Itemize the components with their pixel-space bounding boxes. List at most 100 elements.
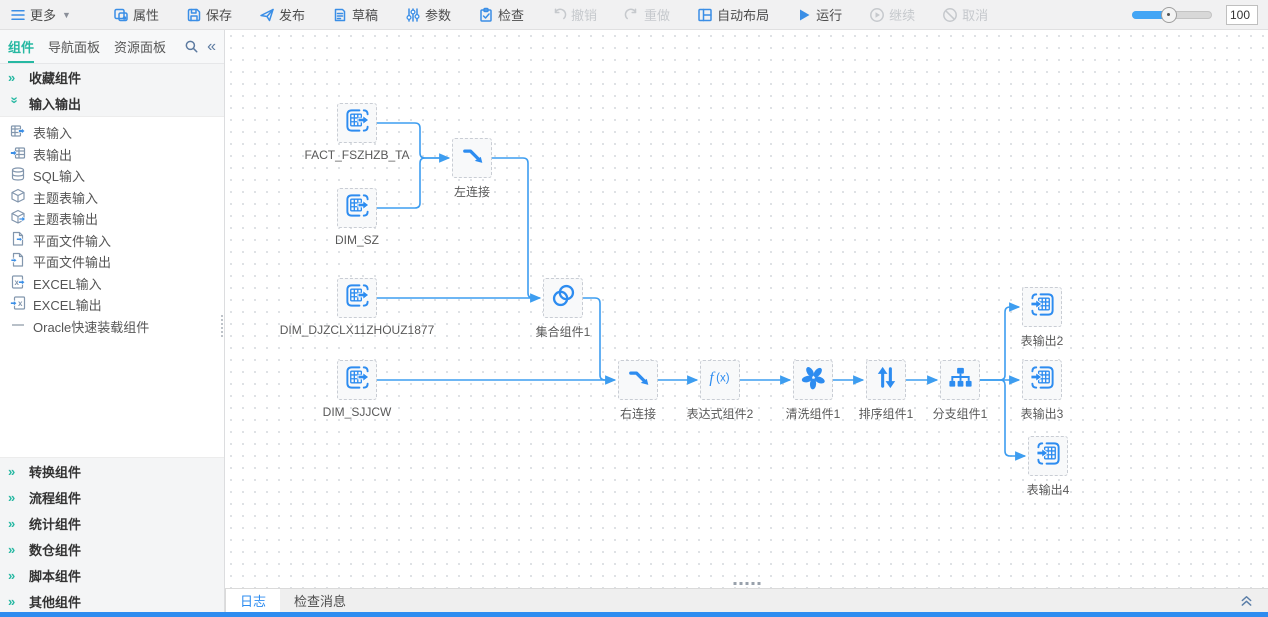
toolbar-button-params[interactable]: 参数 [405, 5, 451, 24]
node-dim_sz[interactable]: DIM_SZ [335, 188, 379, 247]
toolbar-button-label: 更多 [30, 8, 57, 23]
sidebar-section-label: 流程组件 [29, 490, 82, 506]
node-clean1[interactable]: 清洗组件1 [786, 360, 840, 421]
sidebar-resize-handle[interactable] [221, 315, 223, 337]
sidebar-item-table-input[interactable]: 表输入 [0, 122, 224, 144]
node-label: 右连接 [619, 407, 657, 421]
sidebar-item-flat-file-input[interactable]: 平面文件输入 [0, 230, 224, 252]
node-out4[interactable]: 表输出4 [1027, 436, 1069, 497]
node-left_join[interactable]: 左连接 [452, 138, 492, 199]
sidebar-item-subject-table-output[interactable]: 主题表输出 [0, 208, 224, 230]
node-union1[interactable]: 集合组件1 [536, 278, 590, 339]
collapse-sidebar-icon[interactable]: « [207, 37, 216, 55]
bottom-tab-log[interactable]: 日志 [226, 589, 281, 612]
toolbar-button-label: 自动布局 [717, 8, 770, 23]
node-fact_fszhzb_ta[interactable]: FACT_FSZHZB_TA [304, 103, 410, 162]
node-expr2[interactable]: f(x)表达式组件2 [687, 360, 753, 421]
node-label: 清洗组件1 [785, 407, 841, 421]
table-input-icon [344, 192, 371, 224]
sidebar-section-label: 其他组件 [29, 594, 82, 610]
toolbar-button-label: 发布 [278, 8, 305, 23]
chevron-right-icon: » [8, 69, 16, 85]
sidebar-section-label: 收藏组件 [29, 70, 82, 86]
sidebar-section-header[interactable]: »数仓组件 [0, 536, 224, 562]
sidebar-section-header[interactable]: » 脚本组件 [0, 562, 224, 588]
node-dim_djzclx[interactable]: DIM_DJZCLX11ZHOUZ1877 [280, 278, 434, 337]
sidebar-section-header[interactable]: »转换组件 [0, 458, 224, 484]
toolbar-button-run[interactable]: 运行 [796, 5, 842, 24]
search-icon[interactable] [184, 39, 199, 54]
branch-icon [947, 364, 974, 396]
toolbar-button-label: 参数 [425, 8, 452, 23]
toolbar-right-group [1132, 4, 1258, 25]
zoom-slider[interactable] [1132, 6, 1212, 23]
sidebar-section-header[interactable]: »统计组件 [0, 510, 224, 536]
flat-file-output-icon [10, 252, 26, 271]
check-icon [478, 7, 494, 23]
chevron-right-icon: » [8, 541, 16, 557]
sidebar-section-header[interactable]: »输入输出 [0, 90, 224, 116]
sidebar-item-excel-input[interactable]: x EXCEL输入 [0, 273, 224, 295]
excel-output-icon: x [10, 295, 26, 314]
node-out3[interactable]: 表输出3 [1021, 360, 1063, 421]
expand-panel-icon[interactable] [1239, 589, 1268, 612]
subject-table-output-icon [10, 209, 27, 228]
sidebar-item-label: 平面文件输入 [33, 233, 112, 249]
sidebar-section-label: 脚本组件 [29, 568, 82, 584]
chevron-right-icon: » [8, 567, 16, 583]
node-dim_sjjcw[interactable]: DIM_SJJCW [323, 360, 391, 419]
toolbar-button-draft[interactable]: 草稿 [332, 5, 378, 24]
toolbar-button-property[interactable]: 属性 [113, 5, 159, 24]
sidebar-tab-components[interactable]: 组件 [8, 30, 35, 63]
table-output-icon [1029, 364, 1056, 396]
sidebar-tab-panel[interactable]: 导航面板 [48, 40, 101, 55]
sidebar-item-sql-input[interactable]: SQL输入 [0, 165, 224, 187]
table-output-icon [1029, 291, 1056, 323]
sidebar-item-table-output[interactable]: 表输出 [0, 144, 224, 166]
svg-text:x: x [15, 278, 20, 287]
toolbar-button-menu[interactable]: 更多▼ [10, 5, 71, 24]
sidebar-item-label: EXCEL输入 [33, 276, 102, 292]
join-icon [459, 142, 486, 174]
sidebar-section-header[interactable]: »其他组件 [0, 588, 224, 614]
table-input-icon [10, 123, 26, 142]
sidebar-item-label: Oracle快速装载组件 [33, 319, 150, 335]
node-out2[interactable]: 表输出2 [1021, 287, 1063, 348]
sidebar-item-label: 平面文件输出 [33, 255, 112, 271]
redo-icon [624, 7, 640, 23]
flow-canvas[interactable]: FACT_FSZHZB_TA DIM_SZ 左连接 DIM_DJZCLX11ZHOUZ… [225, 30, 1268, 588]
toolbar-button-layout[interactable]: 自动布局 [697, 5, 769, 24]
node-branch1[interactable]: 分支组件1 [933, 360, 987, 421]
sidebar-item-oracle-loader[interactable]: Oracle快速装载组件 [0, 316, 224, 338]
sidebar-tab-panel[interactable]: 资源面板 [114, 40, 167, 55]
toolbar-button-label: 继续 [889, 8, 916, 23]
zoom-slider-knob[interactable] [1160, 6, 1177, 23]
menu-icon [10, 7, 26, 23]
edges-layer [377, 122, 1027, 461]
draft-icon [332, 7, 348, 23]
sidebar-item-flat-file-output[interactable]: 平面文件输出 [0, 251, 224, 273]
flat-file-input-icon [10, 231, 26, 250]
sidebar-section-label: 转换组件 [29, 464, 82, 480]
bottom-tab-check-messages[interactable]: 检查消息 [294, 594, 347, 609]
toolbar-button-save[interactable]: 保存 [186, 5, 232, 24]
join-icon [625, 364, 652, 396]
zoom-level-input[interactable] [1226, 4, 1258, 25]
toolbar-button-publish[interactable]: 发布 [259, 5, 305, 24]
oracle-loader-icon [10, 317, 26, 336]
node-label: 排序组件1 [858, 407, 914, 421]
toolbar-button-check[interactable]: 检查 [478, 5, 524, 24]
sidebar-section-header[interactable]: » 收藏组件 [0, 64, 224, 90]
node-right_join[interactable]: 右连接 [618, 360, 658, 421]
panel-resize-handle[interactable] [733, 582, 760, 585]
sidebar-item-subject-table-input[interactable]: 主题表输入 [0, 187, 224, 209]
table-input-icon [344, 364, 371, 396]
edge-branch1-to-out4 [980, 379, 1027, 461]
continue-icon [869, 7, 885, 23]
toolbar-button-cancel: 取消 [942, 5, 988, 24]
sidebar-section-header[interactable]: »流程组件 [0, 484, 224, 510]
node-sort1[interactable]: 排序组件1 [859, 360, 913, 421]
